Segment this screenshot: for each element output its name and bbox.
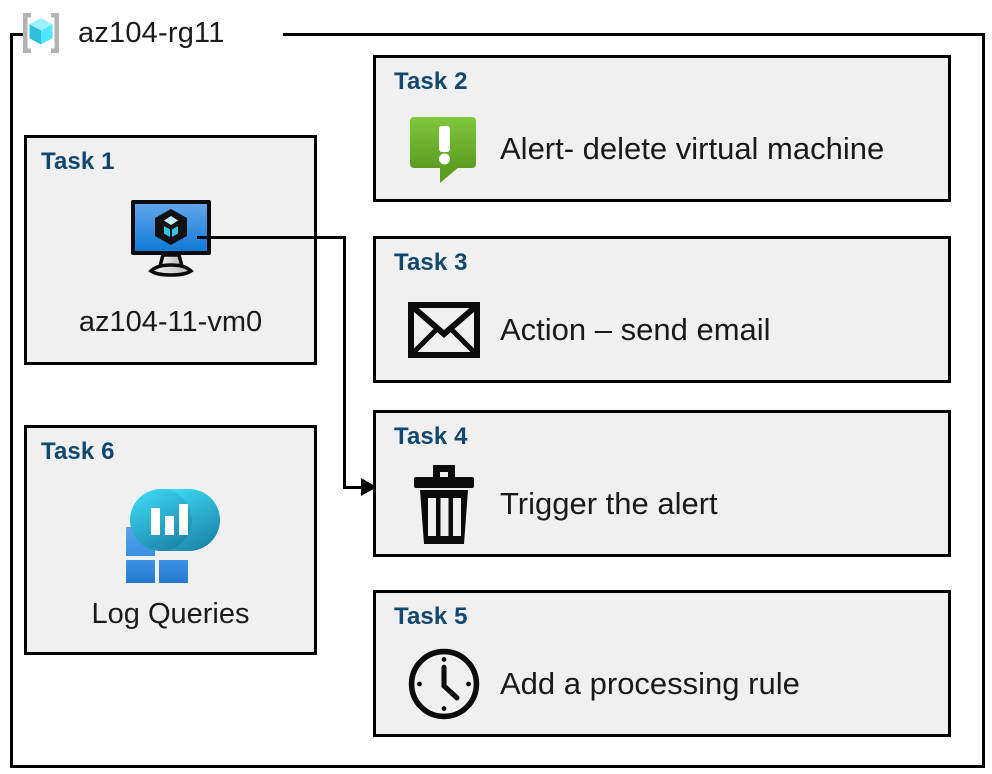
task-text: Trigger the alert (500, 486, 718, 521)
task-label: Task 3 (394, 249, 468, 276)
task-card-task-6[interactable]: Task 6 (24, 425, 317, 655)
log-queries-icon (27, 483, 314, 583)
task-label: Task 1 (41, 148, 115, 175)
task-content-row: Trigger the alert (406, 459, 936, 548)
task-label: Task 2 (394, 68, 468, 95)
virtual-machine-icon (27, 196, 314, 278)
task-card-task-1[interactable]: Task 1 (24, 135, 317, 365)
task-card-task-3[interactable]: Task 3 Action – send email (373, 236, 951, 383)
task-label: Task 6 (41, 438, 115, 465)
task-card-task-2[interactable]: Task 2 Alert- delete virtual machin (373, 55, 951, 202)
task-content-row: Add a processing rule (406, 639, 936, 728)
resource-group-name: az104-rg11 (78, 16, 225, 49)
envelope-icon (406, 300, 482, 360)
connector-segment-horizontal-bottom (343, 486, 365, 489)
task-caption: az104-11-vm0 (78, 306, 263, 338)
task-caption: Log Queries (91, 598, 250, 630)
task-label: Task 4 (394, 423, 468, 450)
resource-group-border-top-left (10, 33, 24, 36)
azure-resource-group-icon (18, 10, 64, 56)
task-card-task-5[interactable]: Task 5 Add a processing rule (373, 590, 951, 737)
trash-icon (406, 462, 482, 546)
task-text: Alert- delete virtual machine (500, 131, 885, 166)
resource-group-header: az104-rg11 (18, 5, 225, 61)
task-card-task-4[interactable]: Task 4 Trigger the alert (373, 410, 951, 557)
resource-group-container (10, 33, 985, 768)
resource-group-border-top-right (283, 33, 985, 36)
connector-segment-vertical (343, 236, 346, 488)
connector-segment-horizontal-top (197, 236, 346, 239)
task-text: Action – send email (500, 312, 771, 347)
alert-bubble-icon (406, 111, 482, 187)
task-content-row: Alert- delete virtual machine (406, 104, 936, 193)
task-label: Task 5 (394, 603, 468, 630)
task-content-row: Action – send email (406, 285, 936, 374)
task-text: Add a processing rule (500, 666, 800, 701)
clock-icon (406, 643, 482, 725)
